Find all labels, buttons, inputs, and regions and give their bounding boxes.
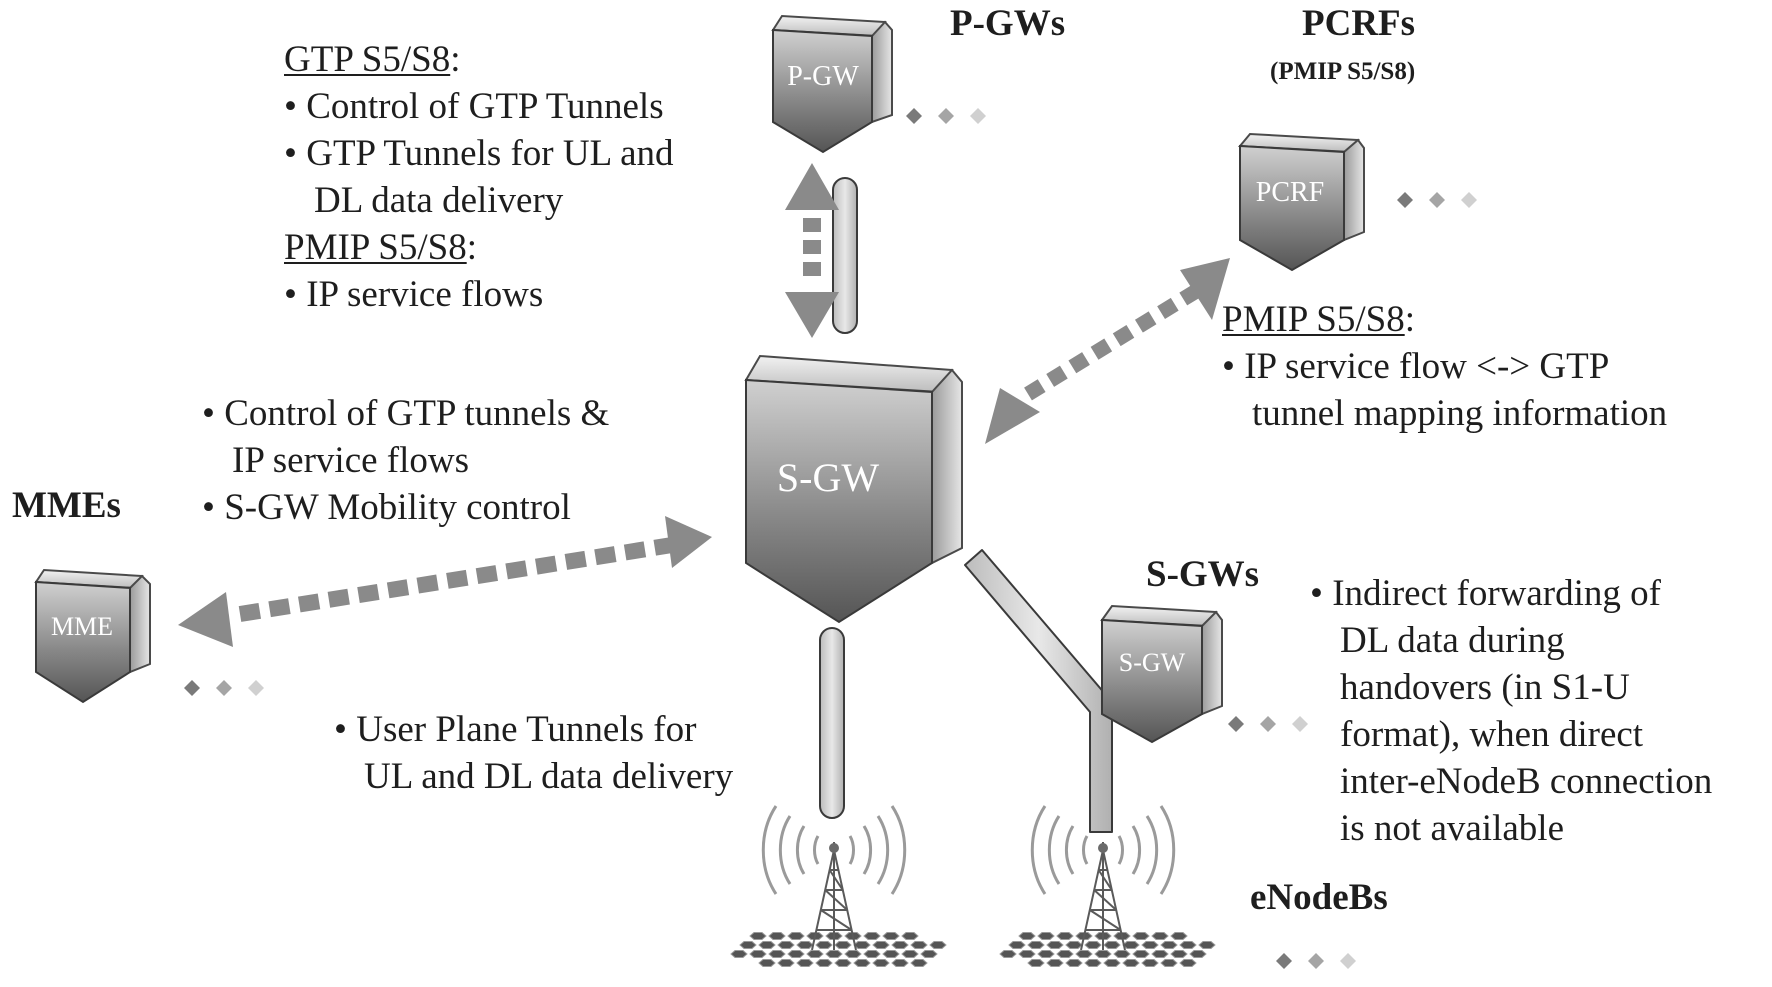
note-line: handovers (in S1-U xyxy=(1340,667,1630,708)
note-line: IP service flows xyxy=(232,440,470,481)
bullet-icon: • xyxy=(334,709,357,750)
note-line: Indirect forwarding of xyxy=(1332,573,1661,614)
node-label-sgw-small: S-GW xyxy=(1119,648,1186,677)
group-heading-sgws: S-GWs xyxy=(1146,554,1260,595)
ellipsis-diamonds-icon xyxy=(1276,953,1356,969)
note-line: User Plane Tunnels for xyxy=(356,709,697,750)
pcrf-note: PMIP S5/S8: • IP service flow <-> GTP tu… xyxy=(1222,299,1668,434)
network-node-icon: PCRF xyxy=(1237,132,1365,272)
network-node-icon: S-GW xyxy=(1100,604,1223,744)
note-line: DL data delivery xyxy=(314,180,564,221)
node-label-pcrf: PCRF xyxy=(1256,177,1325,208)
pipe-link-icon xyxy=(819,627,845,819)
note-line: GTP Tunnels for UL and xyxy=(306,133,674,174)
ellipsis-diamonds-icon xyxy=(906,108,986,124)
indirect-forwarding-note: • Indirect forwarding of DL data during … xyxy=(1310,570,1712,852)
gtp-s5s8-heading: GTP S5/S8 xyxy=(284,39,451,80)
s5s8-note: GTP S5/S8: • Control of GTP Tunnels • GT… xyxy=(284,39,674,315)
group-heading-enodebs: eNodeBs xyxy=(1250,877,1388,918)
dotted-double-arrow-icon xyxy=(178,516,712,647)
hexagon-cell-grid-icon xyxy=(999,932,1216,967)
group-heading-pgws: P-GWs xyxy=(950,3,1066,44)
pipe-link-icon xyxy=(832,177,858,334)
node-label-mme: MME xyxy=(51,612,113,641)
note-line: inter-eNodeB connection xyxy=(1340,761,1713,802)
dotted-double-arrow-icon xyxy=(985,258,1230,444)
note-line: format), when direct xyxy=(1340,714,1644,755)
pcrf-pmip-heading: PMIP S5/S8 xyxy=(1222,299,1405,340)
bullet-icon: • xyxy=(284,86,307,127)
note-line: UL and DL data delivery xyxy=(364,756,734,797)
ellipsis-diamonds-icon xyxy=(1228,716,1308,732)
network-node-icon: MME xyxy=(34,568,151,704)
note-line: is not available xyxy=(1340,808,1564,849)
note-line: IP service flow <-> GTP xyxy=(1244,346,1610,387)
ellipsis-diamonds-icon xyxy=(1397,192,1477,208)
bullet-icon: • xyxy=(1310,573,1333,614)
network-node-icon: P-GW xyxy=(771,14,893,154)
s1u-note: • User Plane Tunnels for UL and DL data … xyxy=(334,706,733,800)
pmip-s5s8-heading: PMIP S5/S8 xyxy=(284,227,467,268)
note-line: S-GW Mobility control xyxy=(224,487,571,528)
bullet-icon: • xyxy=(284,274,307,315)
bullet-icon: • xyxy=(284,133,307,174)
antenna-tower-icon xyxy=(1030,805,1176,951)
node-label-sgw-main: S-GW xyxy=(777,455,879,500)
group-heading-pcrfs: PCRFs xyxy=(1302,3,1416,44)
node-label-pgw: P-GW xyxy=(787,61,859,92)
pipe-link-icon xyxy=(964,549,1113,833)
group-heading-mmes: MMEs xyxy=(12,485,121,526)
note-line: Control of GTP tunnels & xyxy=(224,393,610,434)
antenna-tower-icon xyxy=(761,805,907,951)
network-node-icon: S-GW xyxy=(744,354,963,624)
group-subheading-pcrfs: (PMIP S5/S8) xyxy=(1270,58,1416,85)
bullet-icon: • xyxy=(202,393,225,434)
note-line: tunnel mapping information xyxy=(1252,393,1668,434)
note-line: Control of GTP Tunnels xyxy=(306,86,664,127)
dotted-double-arrow-icon xyxy=(785,163,839,338)
note-line: DL data during xyxy=(1340,620,1565,661)
note-line: IP service flows xyxy=(306,274,544,315)
bullet-icon: • xyxy=(1222,346,1245,387)
ellipsis-diamonds-icon xyxy=(184,680,264,696)
bullet-icon: • xyxy=(202,487,225,528)
mme-note: • Control of GTP tunnels & IP service fl… xyxy=(202,390,609,531)
hexagon-cell-grid-icon xyxy=(730,932,947,967)
